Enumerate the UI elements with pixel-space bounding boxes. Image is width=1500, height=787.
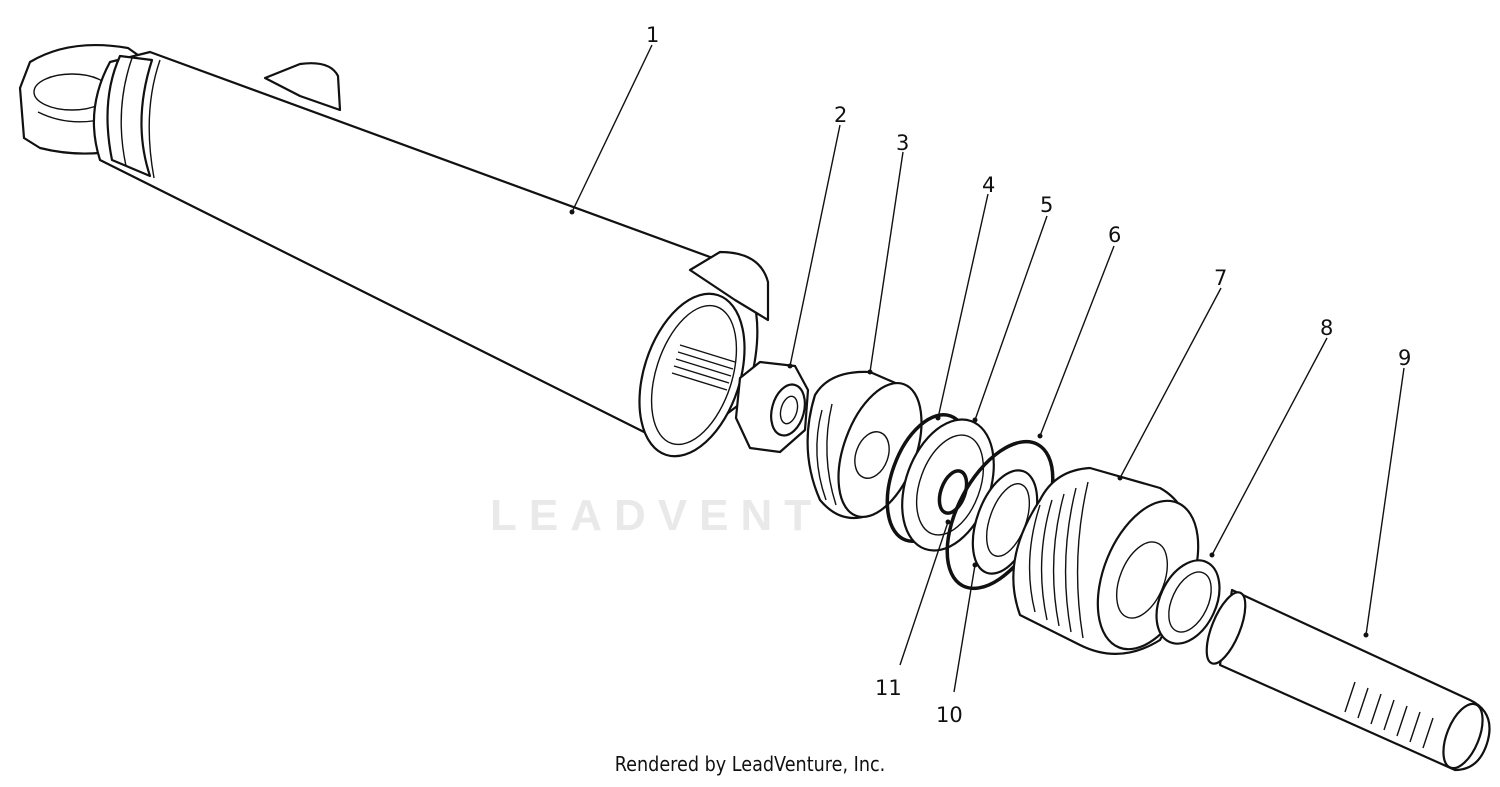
leader-lines	[569, 44, 1405, 693]
callout-8: 8	[1320, 316, 1333, 340]
callout-6: 6	[1108, 223, 1121, 247]
callout-11: 11	[875, 676, 902, 700]
part-2-nut[interactable]	[734, 360, 810, 454]
callout-1: 1	[646, 23, 659, 47]
callout-5: 5	[1040, 193, 1053, 217]
footer-credit: Rendered by LeadVenture, Inc.	[614, 752, 886, 776]
part-9-rod[interactable]	[1199, 588, 1491, 774]
watermark-text: LEADVENT	[490, 491, 823, 540]
callout-7: 7	[1214, 266, 1227, 290]
callout-10: 10	[936, 703, 963, 727]
part-1-cylinder-barrel[interactable]	[18, 43, 770, 470]
part-8-wiper-seal[interactable]	[1144, 550, 1232, 653]
callout-9: 9	[1398, 346, 1411, 370]
callout-3: 3	[896, 131, 909, 155]
callout-2: 2	[834, 103, 847, 127]
callout-4: 4	[982, 173, 995, 197]
